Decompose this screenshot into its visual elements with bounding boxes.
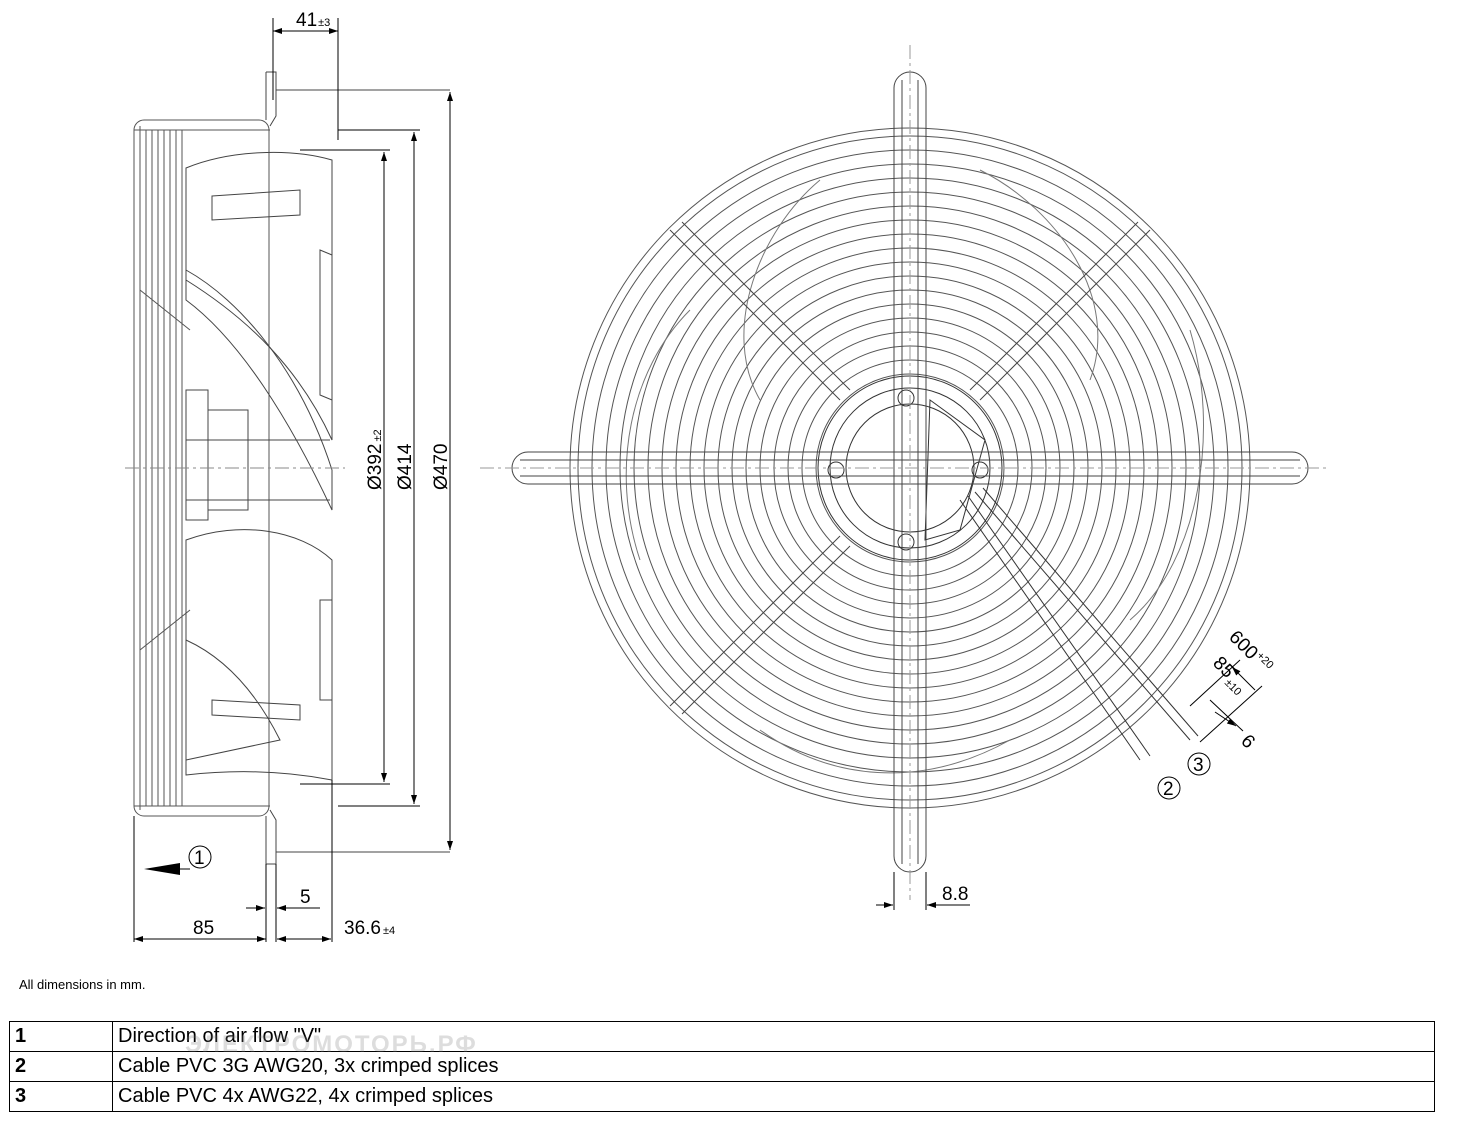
side-guard-rods [133, 119, 270, 817]
legend-table: 1 Direction of air flow "V" 2 Cable PVC … [9, 1021, 1435, 1112]
dim-cable-6: 6 [1236, 731, 1258, 753]
side-dimensions [133, 18, 453, 942]
units-note: All dimensions in mm. [19, 977, 146, 992]
svg-text:3: 3 [1193, 755, 1204, 776]
motor-body [185, 389, 330, 521]
dim-bottom-85: 85 [193, 918, 214, 939]
svg-text:2: 2 [1163, 779, 1174, 800]
legend-number: 2 [9, 1051, 113, 1082]
air-flow-arrow [144, 863, 190, 875]
callout-2: 2 [1157, 776, 1181, 800]
legend-text: Direction of air flow "V" [112, 1021, 1435, 1052]
dim-bottom-5: 5 [300, 887, 311, 908]
dim-spoke-8-8: 8.8 [942, 884, 968, 905]
legend-text: Cable PVC 3G AWG20, 3x crimped splices [112, 1051, 1435, 1082]
dim-top-offset: 41±3 [296, 10, 330, 31]
legend-row: 3 Cable PVC 4x AWG22, 4x crimped splices [9, 1081, 1435, 1112]
mounting-brackets [265, 71, 450, 865]
legend-row: 1 Direction of air flow "V" [9, 1021, 1435, 1052]
dim-d392: Ø392±2 [365, 429, 386, 490]
dim-d470: Ø470 [431, 444, 452, 490]
dim-d414: Ø414 [395, 443, 416, 490]
svg-text:1: 1 [194, 848, 205, 869]
side-view [125, 71, 450, 865]
legend-row: 2 Cable PVC 3G AWG20, 3x crimped splices [9, 1051, 1435, 1082]
front-blades [625, 169, 1204, 774]
legend-number: 3 [9, 1081, 113, 1112]
front-dimensions [876, 659, 1263, 910]
callout-1: 1 [188, 845, 212, 869]
legend-text: Cable PVC 4x AWG22, 4x crimped splices [112, 1081, 1435, 1112]
cable [959, 487, 1199, 761]
diagonal-spokes [669, 221, 1151, 715]
technical-drawing: 41±3 Ø392±2 Ø414 Ø470 85 5 36.6±4 1 [125, 10, 1330, 942]
callout-3: 3 [1187, 752, 1211, 776]
dim-bottom-36-6: 36.6±4 [344, 918, 395, 939]
front-view [480, 45, 1330, 900]
legend-number: 1 [9, 1021, 113, 1052]
